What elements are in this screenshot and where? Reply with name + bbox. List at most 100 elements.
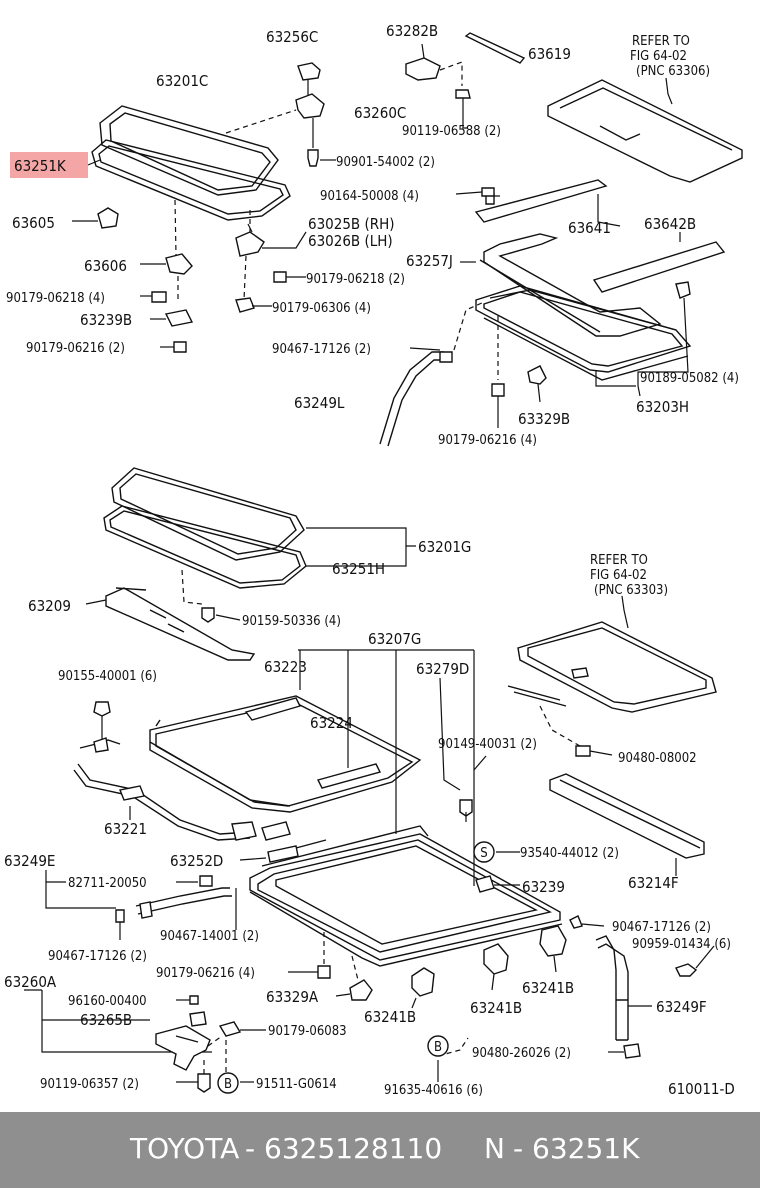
label-63256c: 63256C: [266, 28, 318, 46]
label-93540-44012: 93540-44012 (2): [520, 846, 619, 861]
label-63209: 63209: [28, 597, 71, 615]
refer2-line2: FIG 64-02: [590, 568, 647, 583]
label-63260c: 63260C: [354, 104, 406, 122]
label-63251k: 63251K: [14, 157, 67, 175]
label-90189-05082: 90189-05082 (4): [640, 371, 739, 386]
screw-90119-06357: [197, 1073, 211, 1093]
label-96160-00400: 96160-00400: [68, 994, 147, 1009]
circle-s-marker: [473, 841, 495, 863]
frame-63257j: [479, 233, 662, 337]
bracket-63606: [165, 253, 193, 275]
nut-90179-06218: [151, 291, 167, 303]
label-63249f: 63249F: [656, 998, 707, 1016]
housing-63207g: [249, 825, 563, 967]
label-90149-40031: 90149-40031 (2): [438, 737, 537, 752]
refer1-line1: REFER TO: [632, 34, 690, 49]
label-63329b: 63329B: [518, 410, 570, 428]
screw-90901: [307, 149, 319, 167]
sunshade-ref-63306: [547, 79, 743, 183]
label-82711-20050: 82711-20050: [68, 876, 147, 891]
label-63224: 63224: [310, 714, 353, 732]
footer-n-prefix: N: [484, 1132, 505, 1165]
clip-63239: [475, 875, 495, 893]
label-90179-06216-2: 90179-06216 (2): [26, 341, 125, 356]
clip-90189: [675, 281, 691, 299]
label-90179-06083: 90179-06083: [268, 1024, 347, 1039]
bracket-63256c: [297, 62, 321, 81]
footer-oem-number: 6325128110: [264, 1132, 443, 1165]
cable-63221: [73, 737, 291, 841]
hose-63249e: [135, 887, 232, 919]
clip-63329a: [349, 979, 373, 1001]
sunshade-ref-63303: [517, 621, 717, 713]
label-91635-40616: 91635-40616 (6): [384, 1083, 483, 1098]
seal-63251k: [91, 139, 291, 221]
grommet-63265b: [189, 1011, 207, 1027]
label-63605: 63605: [12, 214, 55, 232]
nut-90179-06216-left: [173, 341, 187, 353]
label-63249l: 63249L: [294, 394, 345, 412]
label-90480-08002: 90480-08002: [618, 751, 697, 766]
footer-part-code: 63251K: [532, 1132, 640, 1165]
label-91511-g0614: 91511-G0614: [256, 1077, 337, 1092]
label-90179-06218-4: 90179-06218 (4): [6, 291, 105, 306]
label-90159-50336: 90159-50336 (4): [242, 614, 341, 629]
bracket-63209: [105, 587, 256, 661]
label-63203h: 63203H: [636, 398, 689, 416]
label-63619: 63619: [528, 45, 571, 63]
bracket-63282b: [405, 57, 441, 81]
label-90155-40001: 90155-40001 (6): [58, 669, 157, 684]
strip-63619: [464, 32, 526, 64]
label-63641: 63641: [568, 219, 611, 237]
housing-63203h: [475, 285, 692, 381]
label-63241b-c: 63241B: [522, 979, 574, 997]
label-63642b: 63642B: [644, 215, 696, 233]
label-90467-17126-right: 90467-17126 (2): [612, 920, 711, 935]
clip-63241b-b: [483, 943, 509, 975]
clip-90179-06083: [218, 1021, 242, 1037]
refer1-line2: FIG 64-02: [630, 49, 687, 64]
label-63279d: 63279D: [416, 660, 469, 678]
label-63025b: 63025B (RH): [308, 215, 395, 233]
label-63329a: 63329A: [266, 988, 319, 1006]
label-63241b-a: 63241B: [364, 1008, 416, 1026]
label-90179-06216-lower: 90179-06216 (4): [156, 966, 255, 981]
clip-90959: [675, 963, 698, 977]
label-90179-06216-4: 90179-06216 (4): [438, 433, 537, 448]
hinge-63025b: [235, 231, 265, 257]
label-63241b-b: 63241B: [470, 999, 522, 1017]
label-90901-54002: 90901-54002 (2): [336, 155, 435, 170]
circle-b-label-left: B: [224, 1077, 232, 1092]
label-63260a: 63260A: [4, 973, 57, 991]
nut-90480-26026: [623, 1043, 641, 1059]
circle-b-marker-left: [217, 1072, 239, 1094]
clip-63329b: [527, 365, 547, 385]
nut-90179-06306: [235, 297, 255, 313]
footer-separator-2: -: [513, 1132, 524, 1165]
label-90480-26026: 90480-26026 (2): [472, 1046, 571, 1061]
label-63221: 63221: [104, 820, 147, 838]
screw-90164: [481, 187, 495, 197]
label-90119-06588: 90119-06588 (2): [402, 124, 501, 139]
label-63239b: 63239B: [80, 311, 132, 329]
rail-63642b: [592, 241, 726, 293]
label-90179-06306: 90179-06306 (4): [272, 301, 371, 316]
bracket-63260c: [295, 93, 325, 119]
label-63201c: 63201C: [156, 72, 208, 90]
nut-90179-06216-lower: [317, 965, 331, 979]
bar-63214f: [549, 773, 705, 859]
label-90119-06357: 90119-06357 (2): [40, 1077, 139, 1092]
label-90164-50008: 90164-50008 (4): [320, 189, 419, 204]
nut-90480-08002: [575, 745, 591, 757]
seal-63251h: [103, 505, 307, 589]
refer1-line3: (PNC 63306): [636, 64, 710, 79]
clip-63241b-a: [411, 967, 435, 997]
parts-diagram: S B B 63256C 63282B 63619 REFER TO FIG 6…: [4, 22, 743, 1098]
refer2-line1: REFER TO: [590, 553, 648, 568]
glass-panel-63201g: [111, 467, 305, 561]
drain-hose-63249l: [379, 351, 444, 445]
refer2-line3: (PNC 63303): [594, 583, 668, 598]
label-90959-01434: 90959-01434 (6): [632, 937, 731, 952]
label-63223: 63223: [264, 658, 307, 676]
label-63214f: 63214F: [628, 874, 679, 892]
